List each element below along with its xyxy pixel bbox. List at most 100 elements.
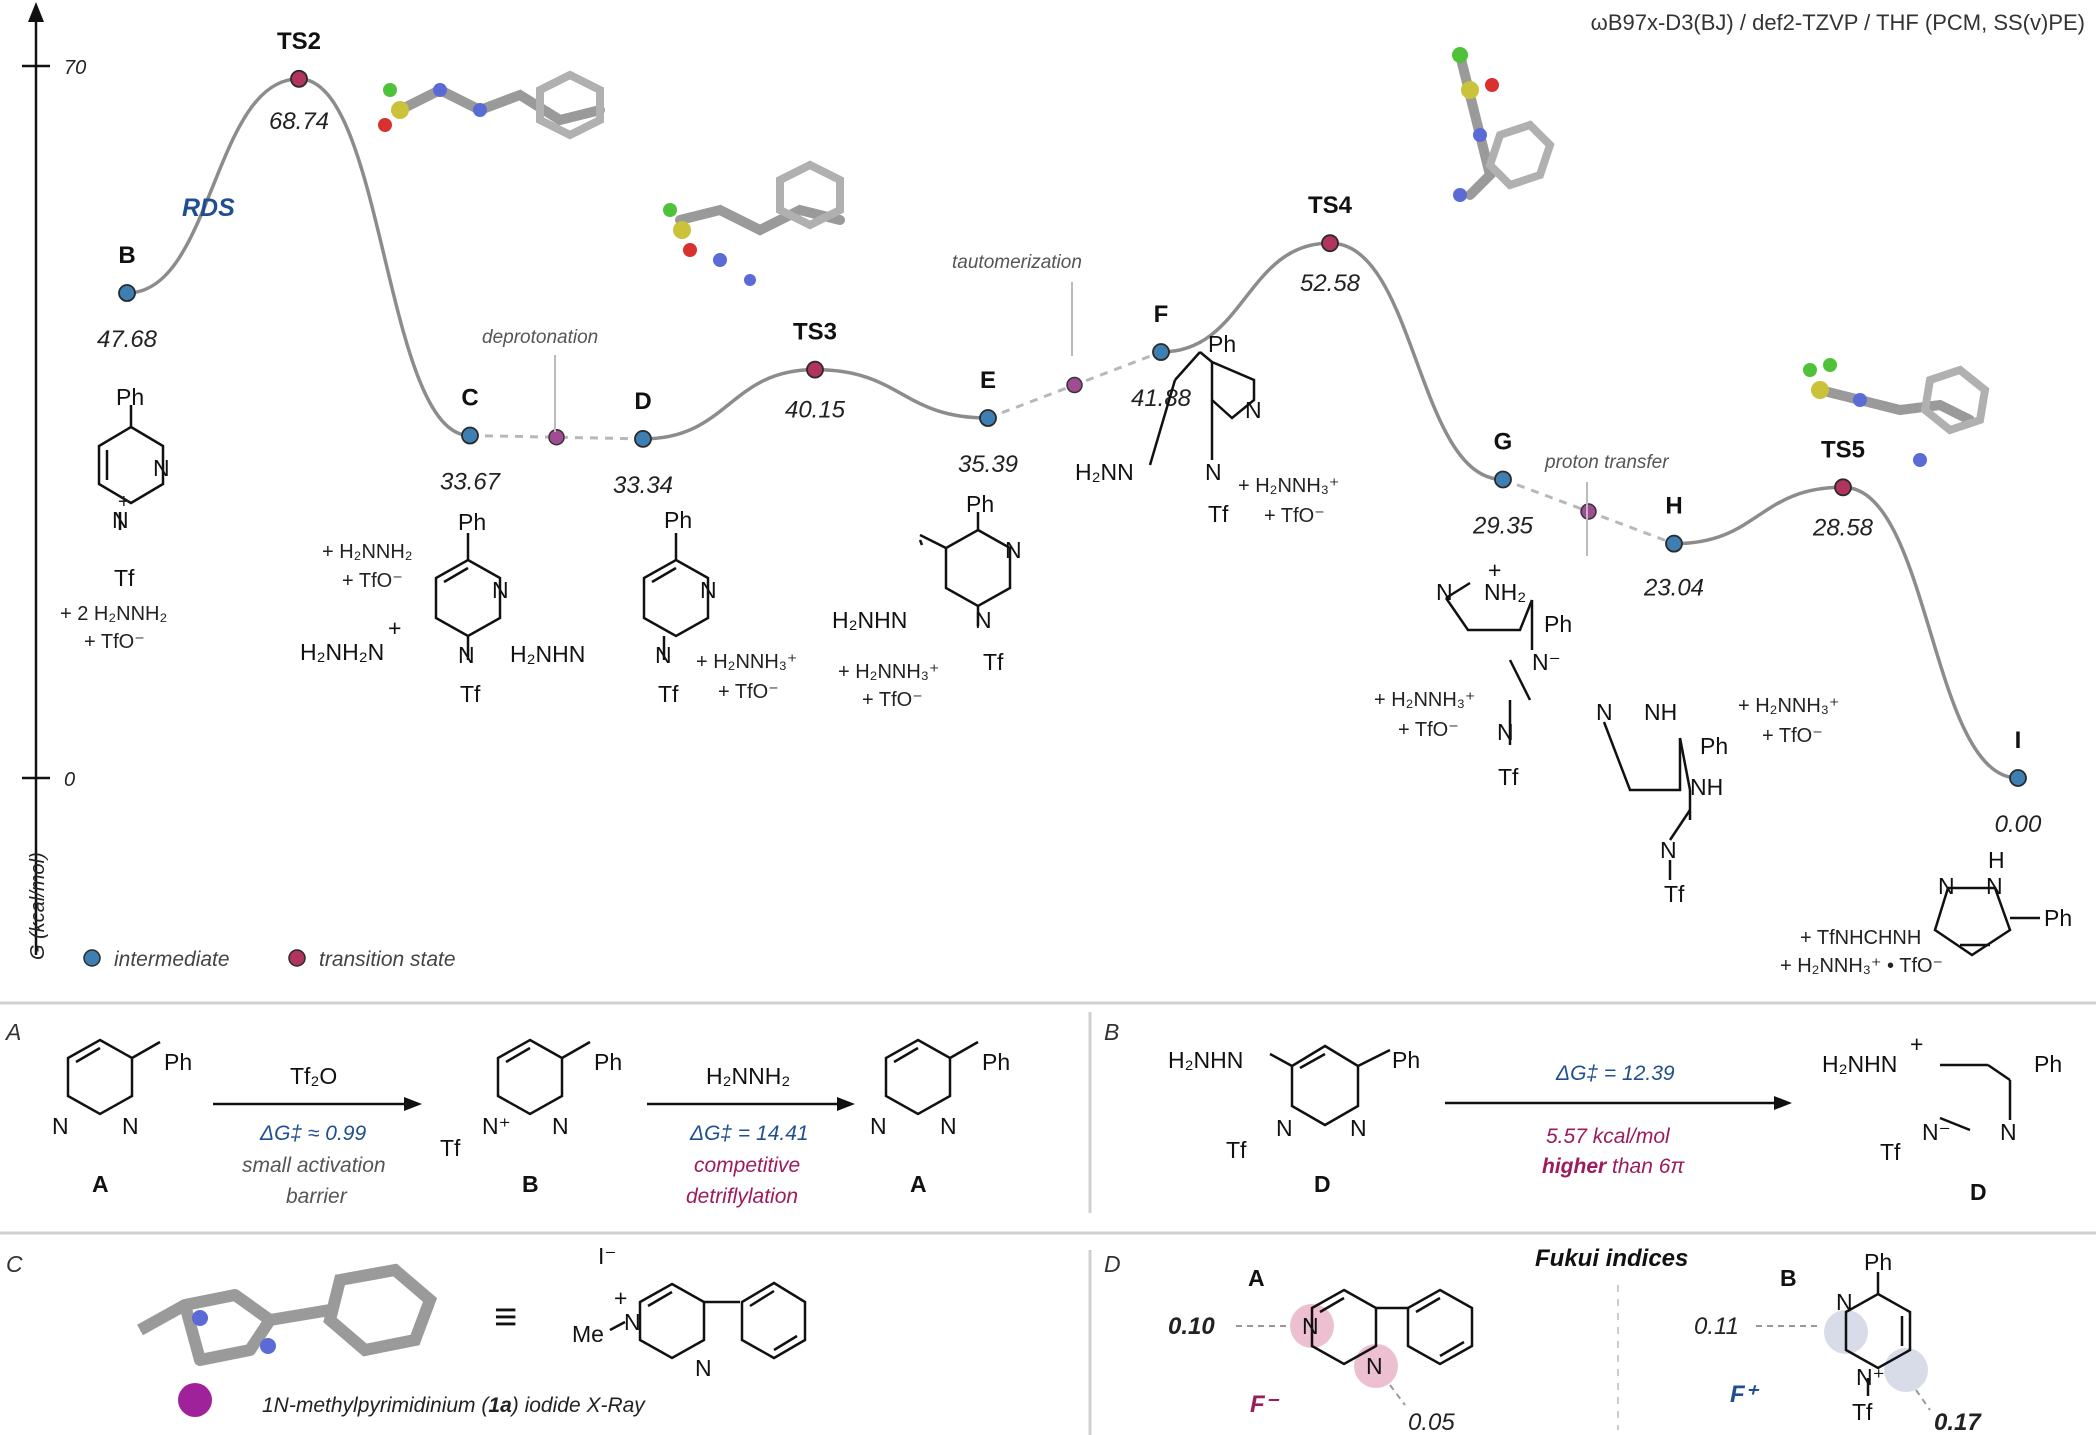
b-plus: + <box>118 491 130 513</box>
f-tf: Tf <box>1208 501 1229 527</box>
a-reagent2: H₂NNH₂ <box>706 1063 790 1089</box>
d-a-val1: 0.10 <box>1168 1313 1215 1340</box>
g-nh2: NH₂ <box>1484 579 1526 605</box>
panel-a: A Ph N N A Tf₂O ΔG‡ ≈ 0.99 small activat… <box>4 1019 1010 1208</box>
e-ph: Ph <box>966 491 994 517</box>
d-mol-a: A <box>1248 1265 1265 1291</box>
b-note1: 5.57 kcal/mol <box>1546 1125 1671 1148</box>
d-add2: + TfO⁻ <box>718 681 779 703</box>
curve-F-TS4 <box>1160 241 1331 354</box>
b-add2: + TfO⁻ <box>84 631 145 653</box>
state-marker-f <box>1152 343 1170 361</box>
state-marker-i <box>2009 769 2027 787</box>
c-iodide: I⁻ <box>598 1243 617 1269</box>
b-mol1: D <box>1314 1171 1331 1197</box>
iodide-sphere-icon <box>178 1383 212 1417</box>
a-ph3: Ph <box>982 1049 1010 1075</box>
a-note1b: barrier <box>286 1185 348 1208</box>
c-n1: N <box>458 642 475 668</box>
b-prod-ph: Ph <box>2034 1051 2062 1077</box>
state-name-b: B <box>118 242 135 269</box>
state-name-ts2: TS2 <box>277 28 321 55</box>
d-a-val2: 0.05 <box>1408 1409 1455 1435</box>
a-nplus: N⁺ <box>482 1113 511 1139</box>
a-note1a: small activation <box>242 1154 386 1177</box>
tautomerization-label: tautomerization <box>952 252 1082 273</box>
b-n2: N <box>1350 1115 1367 1141</box>
rds-label: RDS <box>182 194 235 222</box>
curve-TS5-I <box>1842 485 2019 780</box>
state-marker-h <box>1665 534 1683 553</box>
state-marker-ts4 <box>1321 234 1339 253</box>
state-name-i: I <box>2015 727 2022 754</box>
state-name-e: E <box>980 367 996 394</box>
c-tf: Tf <box>460 681 481 707</box>
state-name-h: H <box>1665 493 1682 520</box>
d-ph: Ph <box>664 507 692 533</box>
e-add2: + TfO⁻ <box>862 689 923 711</box>
state-marker-ts3 <box>806 360 824 379</box>
e-tf: Tf <box>983 649 1004 675</box>
b-prod-tf: Tf <box>1880 1139 1901 1165</box>
ytick-0: 0 <box>64 769 75 791</box>
state-energy-g: 29.35 <box>1472 512 1534 539</box>
i-n: N <box>1938 873 1955 899</box>
structure-i <box>1933 886 2040 957</box>
c-left: H₂NH₂N <box>300 639 384 665</box>
midpoint-marker-G-H <box>1580 503 1597 520</box>
d-tf: Tf <box>658 681 679 707</box>
g-plus: + <box>1488 557 1501 583</box>
b-add1: + 2 H₂NNH₂ <box>60 603 167 625</box>
xray-molecule-model <box>137 1263 438 1417</box>
ts4-molecular-model <box>1452 47 1555 202</box>
structure-g <box>1444 581 1534 745</box>
ts5-molecular-model <box>1803 358 1990 467</box>
curve-TS2-C <box>298 77 471 438</box>
site-highlight-a2 <box>1354 1344 1398 1388</box>
h-ph: Ph <box>1700 733 1728 759</box>
f-add2: + TfO⁻ <box>1264 505 1325 527</box>
b-n1: N <box>1276 1115 1293 1141</box>
curve-B-TS2 <box>126 77 300 295</box>
g-n2: N <box>1497 719 1514 745</box>
h-n: N <box>1596 699 1613 725</box>
c-ph: Ph <box>458 509 486 535</box>
structure-b <box>97 405 165 530</box>
a-ph1: Ph <box>164 1049 192 1075</box>
b-tf: Tf <box>1226 1137 1247 1163</box>
b-mol2: D <box>1970 1179 1987 1205</box>
caption-part-b: 1a <box>488 1394 512 1417</box>
curve-TS4-G <box>1329 241 1504 482</box>
panel-c-label: C <box>6 1251 23 1277</box>
g-add1: + H₂NNH₃⁺ <box>1374 689 1475 711</box>
xray-caption: 1N-methylpyrimidinium (1a) iodide X-Ray <box>262 1394 646 1417</box>
state-marker-d <box>634 429 652 448</box>
state-name-g: G <box>1494 428 1513 455</box>
caption-part-a: 1N-methylpyrimidinium ( <box>262 1394 490 1417</box>
a-n5: N <box>940 1113 957 1139</box>
legend-transition-marker <box>288 949 306 967</box>
curve-H-TS5 <box>1673 485 1844 546</box>
legend: intermediate transition state <box>83 948 456 971</box>
d-n1: N <box>655 642 672 668</box>
a-n3: N <box>552 1113 569 1139</box>
state-energy-ts3: 40.15 <box>785 397 846 424</box>
state-energy-ts2: 68.74 <box>269 108 329 135</box>
panel-b-label: B <box>1104 1019 1119 1045</box>
e-left: H₂NHN <box>832 607 907 633</box>
state-energy-h: 23.04 <box>1643 575 1704 602</box>
state-name-f: F <box>1154 301 1169 328</box>
a-n4: N <box>870 1113 887 1139</box>
state-name-ts4: TS4 <box>1308 192 1353 219</box>
a-note2b: detriflylation <box>686 1185 798 1208</box>
equiv-sign: ≡ <box>494 1295 517 1339</box>
c-add2: + TfO⁻ <box>342 570 403 592</box>
axis-arrow-icon <box>28 2 44 22</box>
g-nminus: N⁻ <box>1532 649 1561 675</box>
state-energy-e: 35.39 <box>958 451 1018 478</box>
state-name-ts3: TS3 <box>793 319 837 346</box>
legend-intermediate-label: intermediate <box>114 948 230 971</box>
g-add2: + TfO⁻ <box>1398 719 1459 741</box>
h-nh: NH <box>1644 699 1677 725</box>
